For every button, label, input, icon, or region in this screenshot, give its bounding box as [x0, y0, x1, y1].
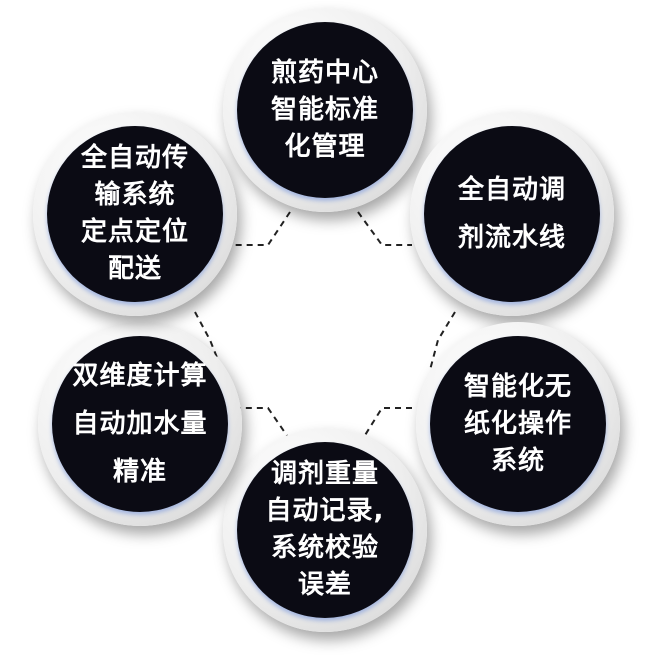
node-left-bottom: 双维度计算 自动加水量 精准 — [38, 322, 242, 526]
node-text: 误差 — [297, 570, 352, 600]
node-right-top: 全自动调 剂流水线 — [410, 112, 614, 316]
node-text: 输系统 — [94, 180, 176, 210]
node-text: 智能标准 — [270, 94, 379, 125]
node-right-bottom: 智能化无 纸化操作 系统 — [416, 322, 620, 526]
node-text: 剂流水线 — [457, 223, 566, 253]
node-text: 配送 — [107, 254, 162, 284]
node-left-top-disc: 全自动传 输系统 定点定位 配送 — [47, 126, 223, 302]
node-text: 纸化操作 — [463, 408, 572, 439]
node-left-top: 全自动传 输系统 定点定位 配送 — [33, 112, 237, 316]
node-right-top-disc: 全自动调 剂流水线 — [424, 126, 600, 302]
node-text: 全自动调 — [457, 175, 566, 205]
node-text: 系统 — [490, 445, 545, 476]
node-bottom: 调剂重量 自动记录, 系统校验 误差 — [223, 428, 427, 632]
node-left-bottom-disc: 双维度计算 自动加水量 精准 — [52, 336, 228, 512]
node-text: 煎药中心 — [270, 57, 379, 88]
node-top-disc: 煎药中心 智能标准 化管理 — [237, 22, 413, 198]
node-right-bottom-disc: 智能化无 纸化操作 系统 — [430, 336, 606, 512]
node-text: 系统校验 — [270, 533, 379, 563]
node-text: 全自动传 — [80, 143, 189, 173]
connector-rightbottom-bottom — [361, 407, 412, 441]
node-text: 自动记录, — [265, 496, 385, 526]
connector-top-righttop — [357, 211, 412, 246]
node-text: 自动加水量 — [72, 409, 208, 439]
node-top: 煎药中心 智能标准 化管理 — [223, 8, 427, 212]
node-text: 智能化无 — [463, 371, 572, 402]
node-text: 精准 — [112, 457, 167, 487]
node-text: 化管理 — [284, 131, 366, 162]
node-text: 双维度计算 — [72, 361, 208, 391]
connector-bottom-leftbottom — [240, 407, 291, 441]
node-bottom-disc: 调剂重量 自动记录, 系统校验 误差 — [237, 442, 413, 618]
connector-top-lefttop — [235, 211, 291, 246]
node-text: 调剂重量 — [270, 459, 379, 489]
node-text: 定点定位 — [80, 217, 189, 247]
